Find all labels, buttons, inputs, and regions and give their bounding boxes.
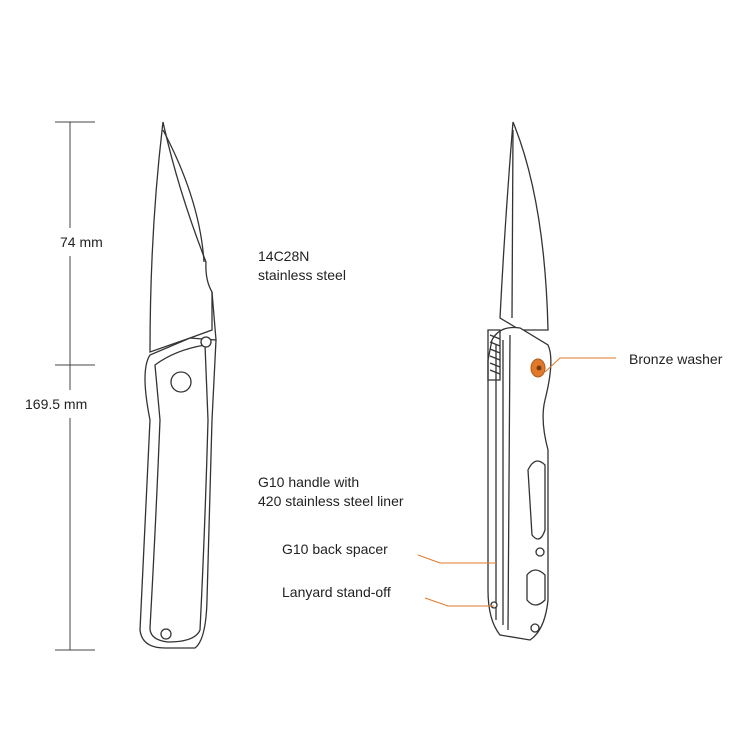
leader-lines bbox=[417, 357, 616, 607]
knife-left-closed-view bbox=[139, 121, 217, 649]
back-spacer-label: G10 back spacer bbox=[282, 541, 388, 557]
lanyard-label: Lanyard stand-off bbox=[282, 584, 391, 600]
handle-material-label: G10 handle with 420 stainless steel line… bbox=[258, 473, 404, 511]
overall-length-label: 169.5 mm bbox=[25, 396, 88, 412]
dimension-lines bbox=[55, 121, 95, 651]
handle-line2: 420 stainless steel liner bbox=[258, 493, 404, 509]
knife-right-back-view bbox=[487, 121, 552, 641]
blade-length-label: 74 mm bbox=[60, 234, 103, 250]
bronze-washer-icon bbox=[530, 358, 546, 378]
blade-material-line2: stainless steel bbox=[258, 267, 346, 283]
washer-label: Bronze washer bbox=[629, 351, 723, 367]
handle-line1: G10 handle with bbox=[258, 474, 360, 490]
blade-material-line1: 14C28N bbox=[258, 248, 310, 264]
blade-material-label: 14C28N stainless steel bbox=[258, 247, 346, 285]
